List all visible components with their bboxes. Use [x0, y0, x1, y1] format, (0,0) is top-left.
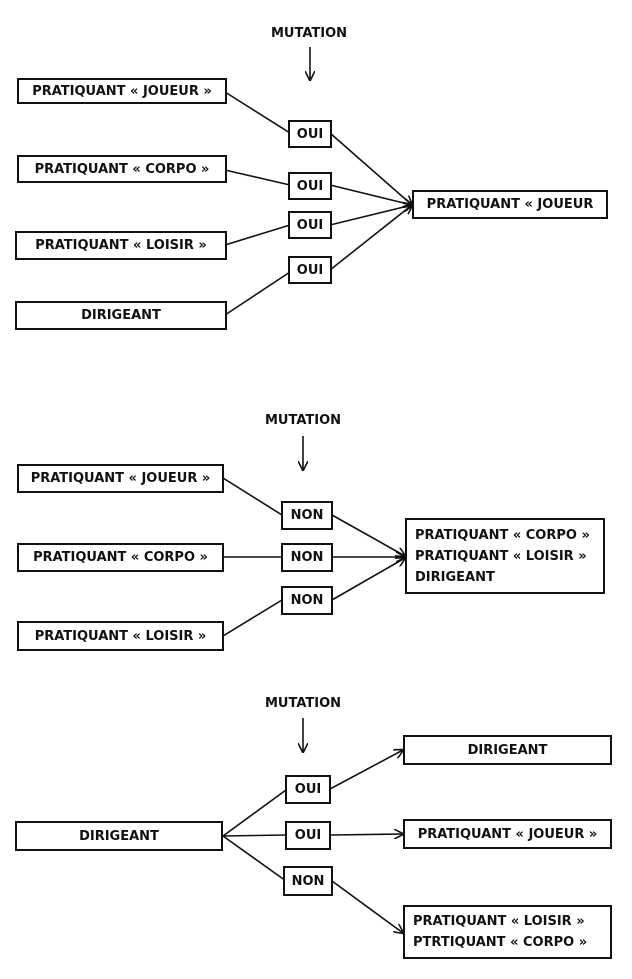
d2-target-line-3: DIRIGEANT [415, 569, 495, 585]
d2-title: MUTATION [264, 413, 342, 428]
d3-target-line-1: PRATIQUANT « LOISIR » [413, 914, 585, 929]
d2-line-loisir [222, 599, 283, 637]
d1-condition-1: OUI [288, 120, 332, 148]
d2-target-line-1: PRATIQUANT « CORPO » [415, 527, 590, 543]
d1-title: MUTATION [270, 26, 348, 41]
d3-condition-3: NON [283, 866, 333, 896]
d3-arrow-joueur [330, 834, 403, 835]
d1-line-loisir [224, 224, 291, 246]
d1-arrow-2 [329, 184, 412, 205]
d1-line-corpo [224, 169, 291, 186]
d3-target-joueur: PRATIQUANT « JOUEUR » [403, 819, 612, 849]
d1-source-loisir: PRATIQUANT « LOISIR » [15, 231, 227, 260]
d3-line-oui-2 [222, 834, 287, 837]
d2-arrow-1 [331, 514, 405, 556]
d2-source-corpo: PRATIQUANT « CORPO » [17, 543, 224, 572]
d3-title: MUTATION [264, 696, 342, 711]
d2-target-line-2: PRATIQUANT « LOISIR » [415, 548, 587, 564]
d1-arrow-1 [329, 132, 412, 205]
d1-line-dirigeant [224, 271, 291, 316]
d1-condition-2: OUI [288, 172, 332, 200]
d2-condition-2: NON [281, 543, 333, 572]
d2-target: PRATIQUANT « CORPO » PRATIQUANT « LOISIR… [405, 518, 605, 594]
d1-condition-3: OUI [288, 211, 332, 239]
d2-arrow-3 [331, 558, 405, 601]
d2-condition-1: NON [281, 501, 333, 530]
d3-target-line-2: PTRTIQUANT « CORPO » [413, 935, 588, 950]
d1-line-joueur [224, 91, 291, 134]
d3-condition-1: OUI [285, 775, 331, 804]
d3-arrow-dirigeant [329, 750, 403, 790]
d3-line-non [222, 835, 287, 882]
d1-condition-4: OUI [288, 256, 332, 284]
d1-arrow-3 [329, 205, 412, 226]
d1-arrow-4 [329, 205, 412, 271]
d2-condition-3: NON [281, 586, 333, 615]
d3-source-dirigeant: DIRIGEANT [15, 821, 223, 851]
d1-source-dirigeant: DIRIGEANT [15, 301, 227, 330]
d3-condition-2: OUI [285, 821, 331, 850]
d3-line-oui-1 [222, 789, 287, 837]
d3-target-loisir-corpo: PRATIQUANT « LOISIR » PTRTIQUANT « CORPO… [403, 905, 612, 959]
d1-source-corpo: PRATIQUANT « CORPO » [17, 155, 227, 183]
d3-arrow-loisir-corpo [331, 880, 403, 933]
d2-source-loisir: PRATIQUANT « LOISIR » [17, 621, 224, 651]
d1-target: PRATIQUANT « JOUEUR [412, 190, 608, 219]
d3-target-dirigeant: DIRIGEANT [403, 735, 612, 765]
d2-line-joueur [222, 477, 283, 516]
d2-source-joueur: PRATIQUANT « JOUEUR » [17, 464, 224, 493]
d1-source-joueur: PRATIQUANT « JOUEUR » [17, 78, 227, 104]
